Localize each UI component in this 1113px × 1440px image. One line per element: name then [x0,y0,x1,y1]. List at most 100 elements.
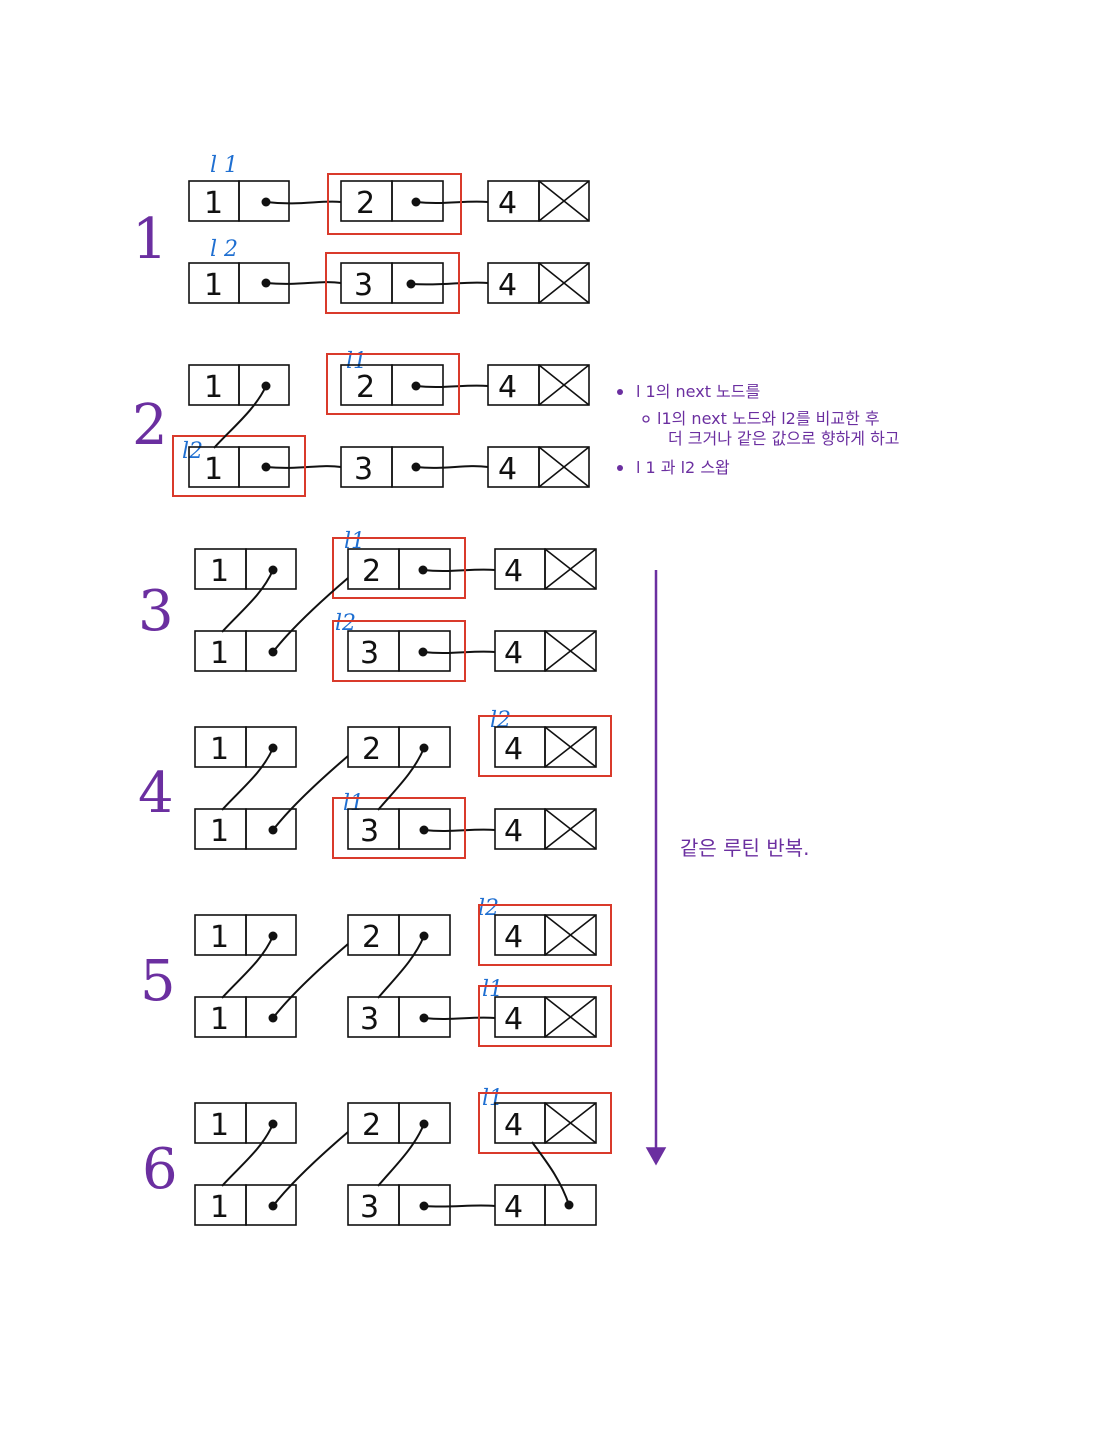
step-6-label: 6 [142,1137,178,1202]
cross-link [272,943,349,1019]
step-1-label: 1 [132,207,168,272]
node-value: 1 [210,814,229,849]
node-value: 1 [204,370,223,405]
node-value: 4 [498,268,517,303]
pointer-l2: l2 [182,439,203,464]
pointer-l2: l2 [335,611,356,636]
node-value: 2 [362,920,381,955]
list-node: 3 [347,630,451,672]
node-value: 2 [362,732,381,767]
highlight-box [332,620,466,682]
step-5-label: 5 [140,949,176,1014]
step-3: 3 l1 l2 1 2 4 [138,529,597,682]
list-node: 1 [194,996,297,1038]
top-list: 1 2 4 [188,353,590,415]
highlight-box [478,1092,612,1154]
step-2: 2 l1 l2 1 2 4 [132,349,590,497]
list-node: 2 [347,726,451,768]
pointer-l1: l 1 [210,153,238,178]
node-value: 4 [504,1190,523,1225]
list-node: 1 [194,914,297,956]
list-node: 2 [347,548,451,590]
list-node-tail: 4 [494,914,597,956]
list-node-tail: 4 [487,180,590,222]
pointer-l2: l 2 [210,237,238,262]
node-value: 1 [210,1002,229,1037]
highlight-box [327,173,462,235]
node-value: 4 [504,554,523,589]
next-link [423,828,496,832]
node-value: 4 [504,1108,523,1143]
node-value: 3 [360,1002,379,1037]
note-line: l1의 next 노드와 l2를 비교한 후 [657,409,880,428]
cross-link [221,935,274,999]
next-link [410,281,489,286]
list-node: 3 [340,446,444,488]
pointer-l2: l2 [478,896,499,921]
list-node: 2 [347,914,451,956]
node-value: 1 [210,636,229,671]
top-list: 1 2 4 [188,173,590,235]
list-node: 4 [494,1184,597,1226]
note-line: 더 크거나 같은 값으로 향하게 하고 [668,429,900,448]
node-value: 1 [204,268,223,303]
cross-link [377,747,425,811]
list-node: 1 [188,262,290,304]
node-value: 4 [504,814,523,849]
highlight-box [478,985,612,1047]
step-2-label: 2 [132,393,168,458]
node-value: 3 [354,452,373,487]
list-node: 1 [188,180,290,222]
list-node: 3 [340,262,444,304]
top-list: 1 2 4 [194,904,612,966]
list-node: 1 [194,1102,297,1144]
highlight-box [332,537,466,599]
highlight-box [325,252,460,314]
next-link [422,650,496,654]
bottom-list: 1 3 4 [194,1184,597,1226]
bottom-list: 1 3 4 [194,620,597,682]
list-node: 1 [188,446,290,488]
note-line: l 1의 next 노드를 [636,382,760,401]
list-node: 1 [194,548,297,590]
cross-link [377,1123,425,1187]
node-value: 1 [210,1108,229,1143]
bottom-list: 1 3 4 [194,985,612,1047]
notes: l 1의 next 노드를 l1의 next 노드와 l2를 비교한 후 더 크… [617,382,900,477]
next-link [415,200,489,204]
cross-link [272,1131,349,1207]
node-value: 1 [204,452,223,487]
node-value: 1 [210,732,229,767]
pointer-l1: l1 [482,977,503,1002]
cross-link [221,747,274,811]
cross-link [272,577,349,653]
cross-link [213,385,267,449]
next-link [422,568,496,572]
note-line: l 1 과 l2 스왑 [636,458,730,477]
top-list: 1 2 4 [194,1092,612,1154]
list-node-tail: 4 [494,1102,597,1144]
cross-link [377,935,425,999]
list-node: 1 [194,808,297,850]
list-node-tail: 4 [487,364,590,406]
node-value: 1 [210,554,229,589]
list-node-tail: 4 [487,446,590,488]
list-node-tail: 4 [487,262,590,304]
list-node-tail: 4 [494,726,597,768]
list-node: 3 [347,1184,451,1226]
repeat-label: 같은 루틴 반복. [680,836,809,860]
highlight-box [478,715,612,777]
next-link [423,1204,496,1208]
bottom-list: 1 3 4 [188,252,590,314]
list-node-tail: 4 [494,548,597,590]
top-list: 1 2 4 [194,537,597,599]
next-link [265,465,342,469]
list-node: 1 [188,364,290,406]
node-value: 4 [504,732,523,767]
step-4: 4 l2 l1 1 2 4 [138,708,612,859]
node-value: 4 [504,920,523,955]
node-value: 1 [210,920,229,955]
step-6: 6 l1 1 2 4 [142,1086,612,1226]
node-value: 3 [354,268,373,303]
